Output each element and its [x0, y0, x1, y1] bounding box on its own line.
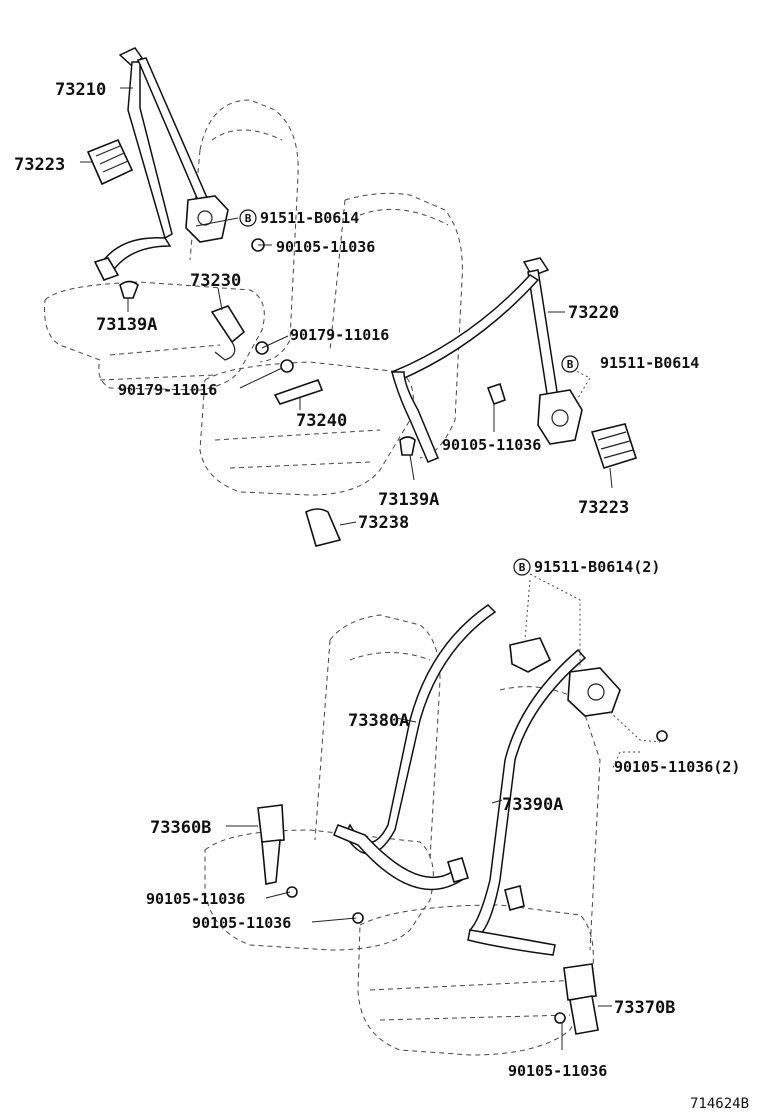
- label-90105-bottom: 90105-11036: [508, 1062, 607, 1080]
- label-73390A: 73390A: [502, 795, 563, 815]
- cover-73223-left: [86, 138, 134, 186]
- front-left-belt-assembly: [93, 47, 229, 281]
- label-90179-left: 90179-11016: [118, 381, 217, 399]
- label-73380A: 73380A: [348, 711, 409, 731]
- front-right-belt-assembly: [390, 257, 583, 463]
- label-91511-top: 91511-B0614: [260, 209, 359, 227]
- label-90105-rear-b: 90105-11036: [192, 914, 291, 932]
- buckle-73370B: [554, 730, 668, 1035]
- figure-number: 714624B: [690, 1096, 749, 1112]
- part-labels: 73210 73223 91511-B0614 90105-11036 7323…: [14, 80, 749, 1112]
- label-90105-top: 90105-11036: [276, 238, 375, 256]
- svg-text:B: B: [245, 212, 252, 225]
- label-73210: 73210: [55, 80, 106, 100]
- label-73220: 73220: [568, 303, 619, 323]
- label-73223-right: 73223: [578, 498, 629, 518]
- anchor-73240: [251, 238, 324, 405]
- label-90105-rear-2: 90105-11036(2): [614, 758, 740, 776]
- front-right-seat-outline: [199, 192, 463, 496]
- leader-lines: [80, 87, 661, 1050]
- cover-73238: [305, 508, 342, 547]
- buckle-73360B: [257, 804, 364, 924]
- label-73240: 73240: [296, 411, 347, 431]
- buckle-73230: [210, 305, 246, 361]
- label-90179-right: 90179-11016: [290, 326, 389, 344]
- label-73370B: 73370B: [614, 998, 675, 1018]
- label-73139A-left: 73139A: [96, 315, 157, 335]
- label-91511-rear: 91511-B0614(2): [534, 558, 660, 576]
- svg-text:B: B: [567, 358, 574, 371]
- cover-73139A-right: [399, 436, 416, 456]
- badge-b-top: B: [239, 209, 257, 227]
- label-73230: 73230: [190, 271, 241, 291]
- label-73139A-right: 73139A: [378, 490, 439, 510]
- rear-belt-assembly: [333, 604, 621, 956]
- badge-b-mid: B: [561, 355, 579, 373]
- label-73360B: 73360B: [150, 818, 211, 838]
- label-90105-rear-a: 90105-11036: [146, 890, 245, 908]
- cover-73139A-left: [119, 280, 139, 299]
- label-90105-mid: 90105-11036: [442, 436, 541, 454]
- label-91511-mid: 91511-B0614: [600, 354, 699, 372]
- cover-73223-right: [590, 423, 638, 469]
- svg-text:B: B: [519, 561, 526, 574]
- label-73223-left: 73223: [14, 155, 65, 175]
- badge-b-rear: B: [513, 558, 531, 576]
- label-73238: 73238: [358, 513, 409, 533]
